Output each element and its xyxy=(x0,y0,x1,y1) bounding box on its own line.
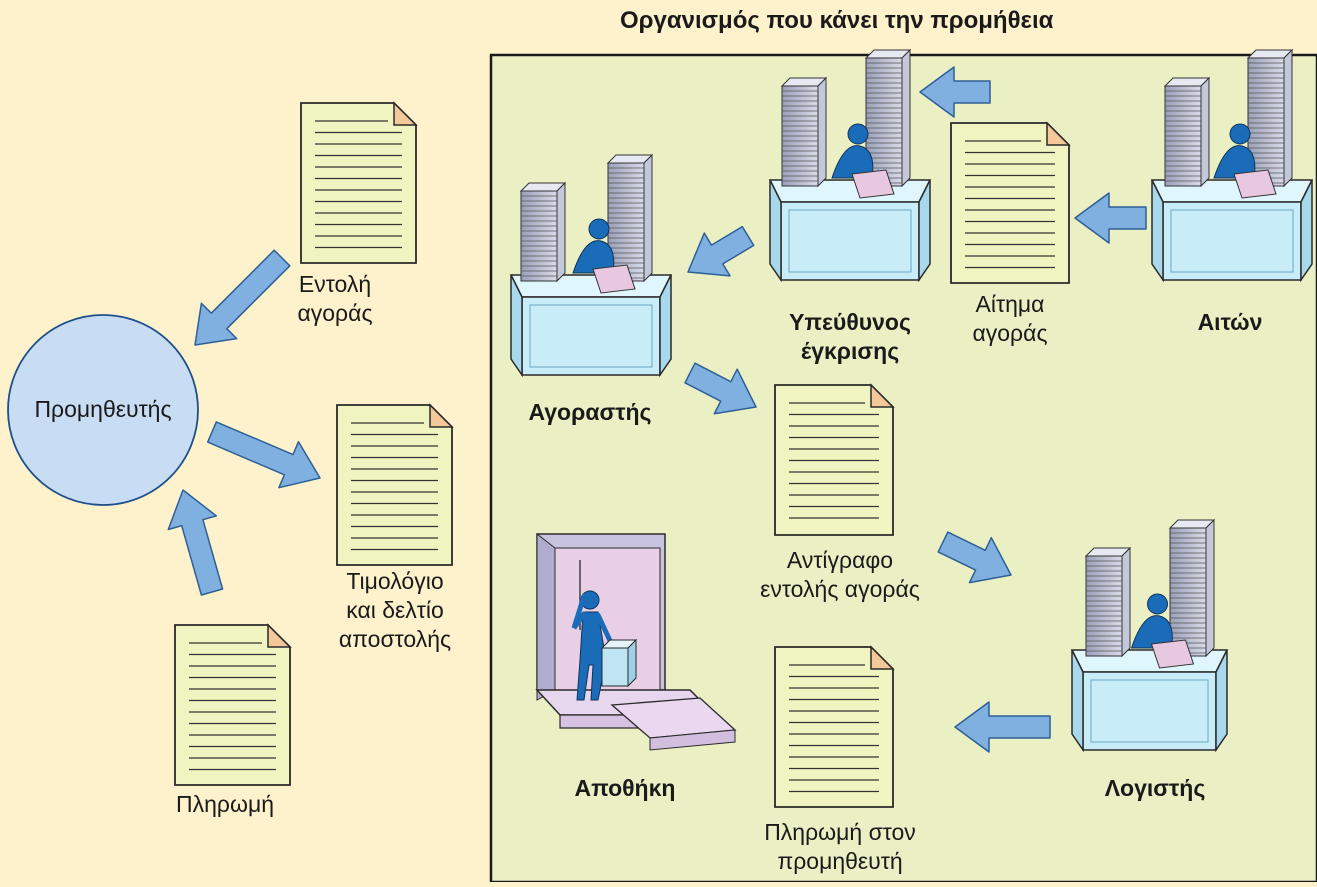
supplier-label: Προμηθευτής xyxy=(34,396,172,422)
approver-desk xyxy=(768,48,932,283)
supplier-circle xyxy=(7,314,199,506)
payment-label: Πληρωμή xyxy=(176,791,274,817)
purchase-order-doc xyxy=(300,101,418,264)
po-copy-doc xyxy=(774,383,895,536)
requester-desk xyxy=(1150,48,1314,283)
arrow-buyer-to-copy xyxy=(684,362,757,415)
invoice-doc xyxy=(336,403,454,566)
requester-label: Αιτών xyxy=(1197,309,1263,335)
buyer-desk xyxy=(509,153,673,378)
arrow-payment-to-supplier xyxy=(167,489,224,596)
supplier-payment-doc xyxy=(774,645,895,808)
org-title: Οργανισμός που κάνει την προμήθεια xyxy=(620,7,1054,34)
warehouse-label: Αποθήκη xyxy=(574,775,676,801)
arrow-accountant-to-payment xyxy=(954,701,1051,753)
warehouse-illustration xyxy=(535,532,737,751)
arrow-approver-to-requester xyxy=(919,66,991,118)
purchase-request-doc xyxy=(950,121,1071,284)
arrow-approver-to-buyer xyxy=(687,225,755,277)
arrow-copy-to-accountant xyxy=(937,531,1012,584)
arrow-supplier-to-invoice xyxy=(206,421,321,489)
accountant-desk xyxy=(1070,518,1229,753)
accountant-label: Λογιστής xyxy=(1104,775,1206,801)
arrow-po-to-supplier xyxy=(194,249,291,346)
buyer-label: Αγοραστής xyxy=(528,399,652,425)
arrow-requester-to-request xyxy=(1074,192,1147,244)
payment-doc xyxy=(174,623,292,786)
